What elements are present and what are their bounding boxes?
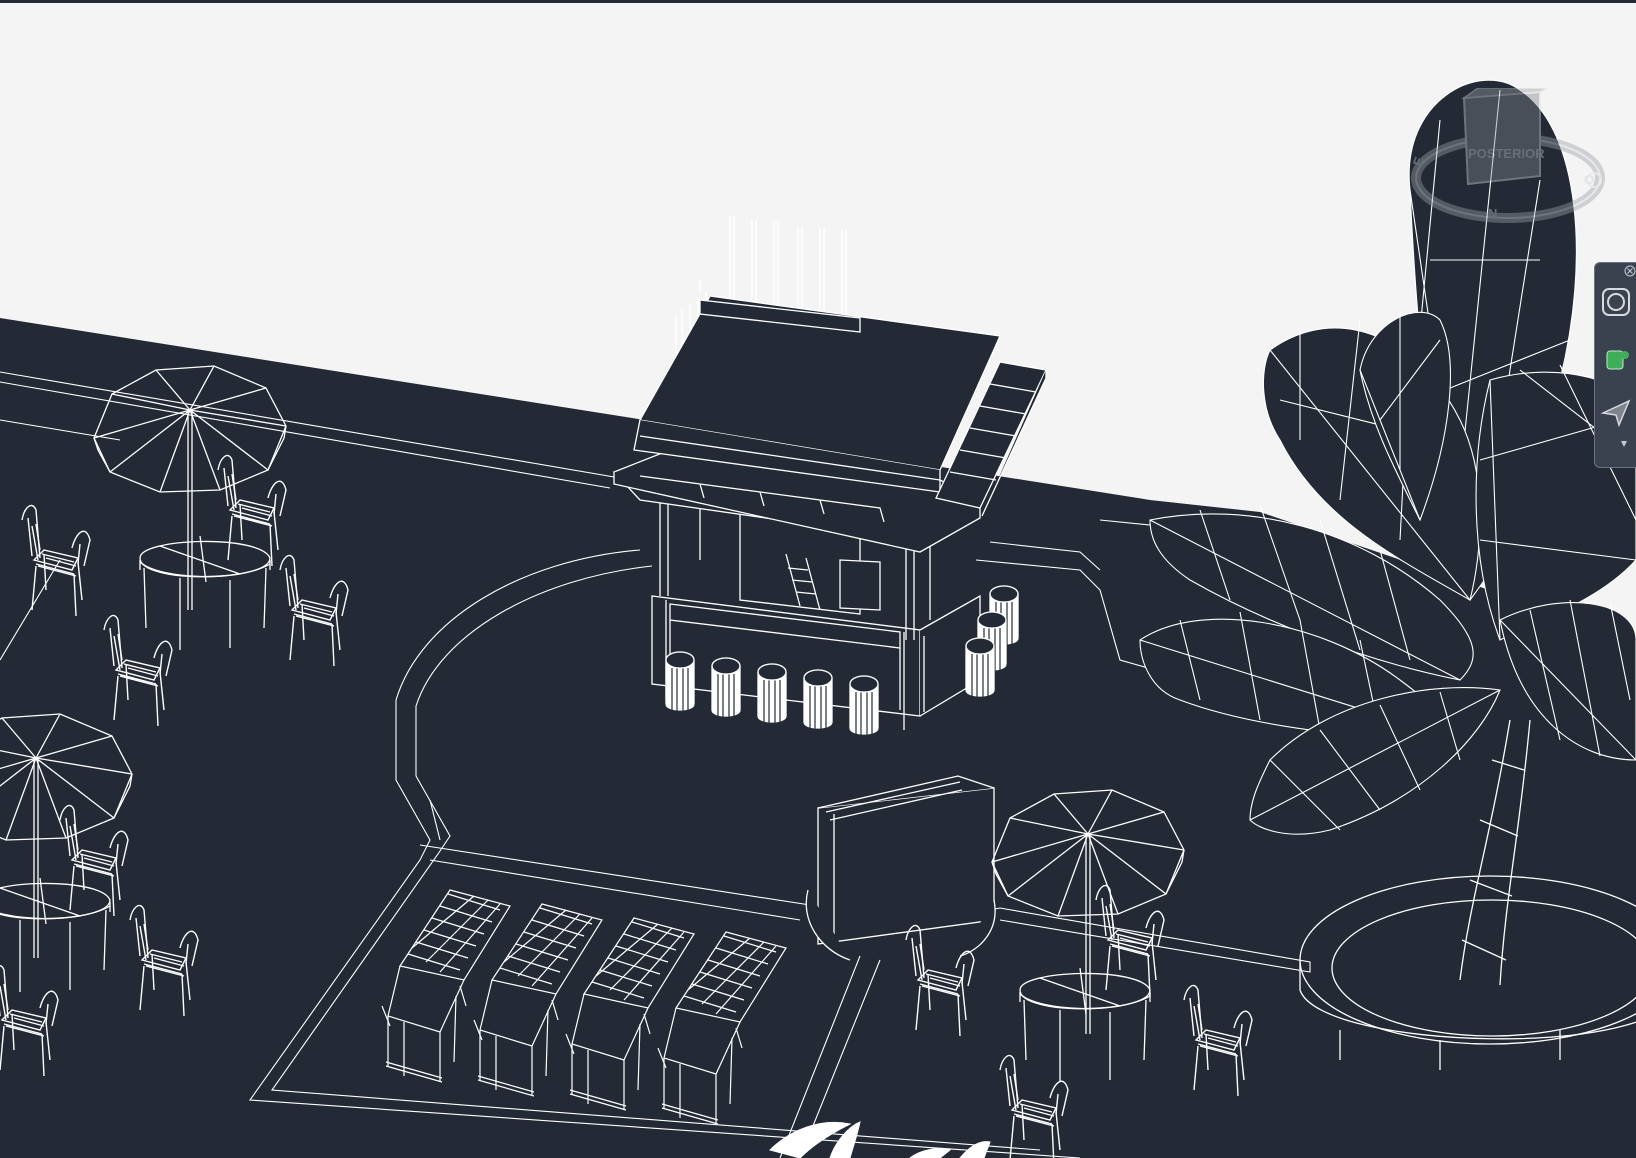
chevron-down-icon[interactable]	[1599, 435, 1633, 455]
viewport-top-border	[0, 0, 1636, 3]
close-icon[interactable]	[1624, 265, 1636, 277]
palm-planter	[1299, 719, 1636, 1070]
palm-leaves	[1139, 79, 1636, 835]
navigation-bar	[1594, 262, 1636, 468]
viewcube-graphic	[1411, 87, 1605, 223]
viewcube[interactable]: POSTERIOR N E O	[1408, 87, 1606, 238]
orbit-icon[interactable]	[1599, 395, 1633, 429]
foreground-plants	[769, 1121, 991, 1158]
steering-wheel-icon[interactable]	[1599, 285, 1633, 319]
compass-west-label[interactable]: O	[1584, 172, 1595, 187]
viewcube-face-label[interactable]: POSTERIOR	[1468, 146, 1545, 161]
pan-icon[interactable]	[1599, 343, 1633, 377]
terrace-outline	[0, 371, 1311, 1158]
compass-north-label[interactable]: N	[1488, 206, 1498, 221]
planter-box	[805, 775, 996, 961]
bar-pavilion	[612, 216, 1047, 730]
